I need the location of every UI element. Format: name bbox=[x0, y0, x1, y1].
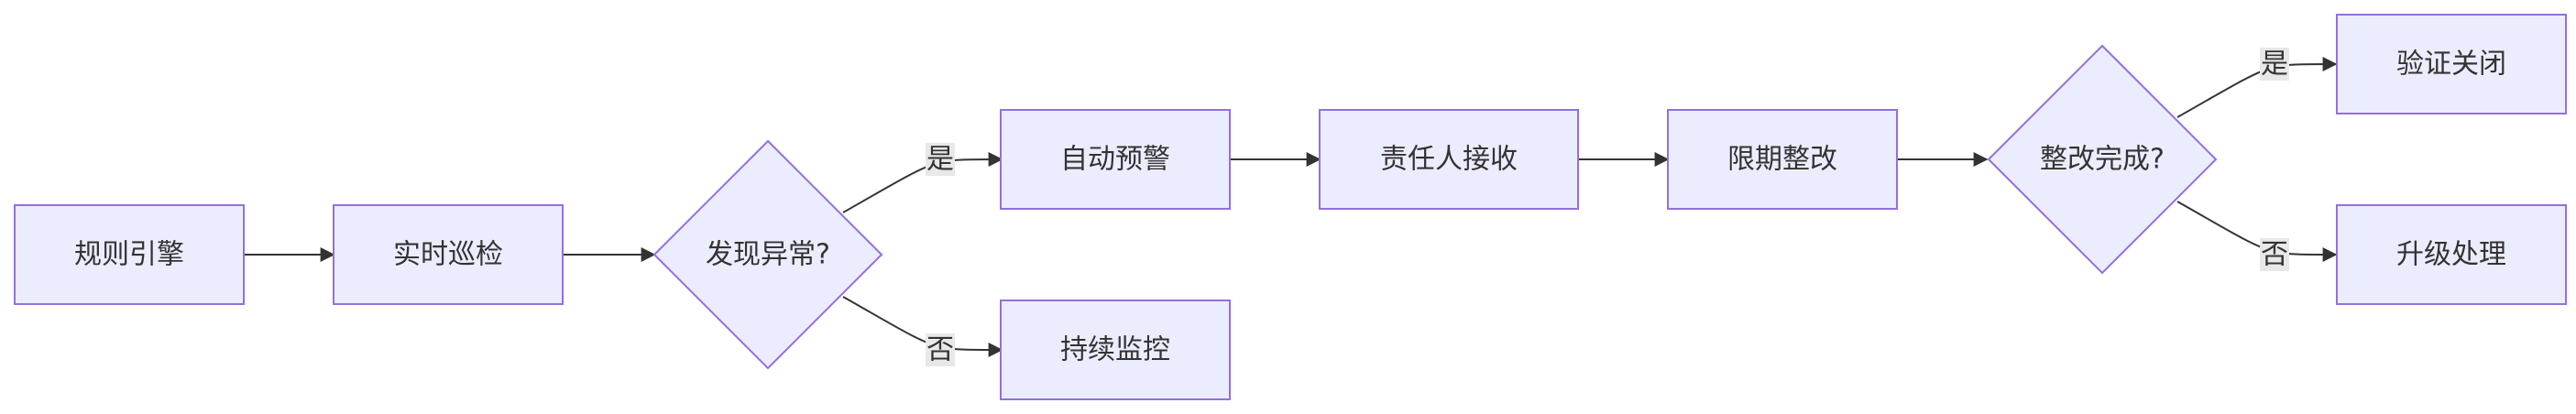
svg-text:限期整改: 限期整改 bbox=[1727, 144, 1837, 176]
svg-text:发现异常?: 发现异常? bbox=[706, 239, 830, 271]
svg-text:升级处理: 升级处理 bbox=[2396, 239, 2506, 271]
node-realtime-patrol[interactable]: 实时巡检 bbox=[333, 204, 564, 305]
edge-complete-no-to-escalate bbox=[2176, 201, 2338, 262]
svg-text:自动预警: 自动预警 bbox=[1060, 144, 1170, 176]
svg-text:规则引擎: 规则引擎 bbox=[74, 239, 184, 271]
edge-labels: 是 否 是 否 bbox=[926, 48, 2289, 366]
edge-label-anomaly-no: 否 bbox=[926, 333, 955, 366]
edge-label-complete-no: 否 bbox=[2260, 238, 2289, 271]
svg-text:否: 否 bbox=[2261, 239, 2288, 271]
svg-text:验证关闭: 验证关闭 bbox=[2396, 49, 2506, 81]
nodes: 规则引擎 实时巡检 发现异常? 自动预警 持续监控 责任人接收 限期整改 bbox=[14, 14, 2567, 400]
edge-label-complete-yes: 是 bbox=[2260, 48, 2289, 81]
node-fix-complete[interactable]: 整改完成? bbox=[1987, 44, 2218, 275]
svg-text:是: 是 bbox=[926, 144, 954, 176]
svg-text:责任人接收: 责任人接收 bbox=[1380, 144, 1518, 176]
node-auto-alert[interactable]: 自动预警 bbox=[1000, 109, 1231, 210]
node-verify-close[interactable]: 验证关闭 bbox=[2336, 14, 2567, 114]
svg-text:持续监控: 持续监控 bbox=[1060, 334, 1170, 366]
node-rules-engine[interactable]: 规则引擎 bbox=[14, 204, 245, 305]
edge-anomaly-yes-to-alert bbox=[842, 152, 1003, 213]
edge-anomaly-no-to-monitor bbox=[842, 296, 1003, 357]
node-deadline-fix[interactable]: 限期整改 bbox=[1667, 109, 1898, 210]
node-owner-receive[interactable]: 责任人接收 bbox=[1319, 109, 1579, 210]
edge-label-anomaly-yes: 是 bbox=[926, 143, 955, 176]
node-escalate[interactable]: 升级处理 bbox=[2336, 204, 2567, 305]
node-anomaly-found[interactable]: 发现异常? bbox=[652, 139, 883, 370]
edge-complete-yes-to-verify bbox=[2176, 57, 2338, 118]
svg-text:否: 否 bbox=[926, 334, 954, 366]
svg-text:是: 是 bbox=[2261, 49, 2288, 81]
svg-text:整改完成?: 整改完成? bbox=[2040, 144, 2165, 176]
node-continuous-monitor[interactable]: 持续监控 bbox=[1000, 300, 1231, 400]
svg-text:实时巡检: 实时巡检 bbox=[393, 239, 503, 271]
